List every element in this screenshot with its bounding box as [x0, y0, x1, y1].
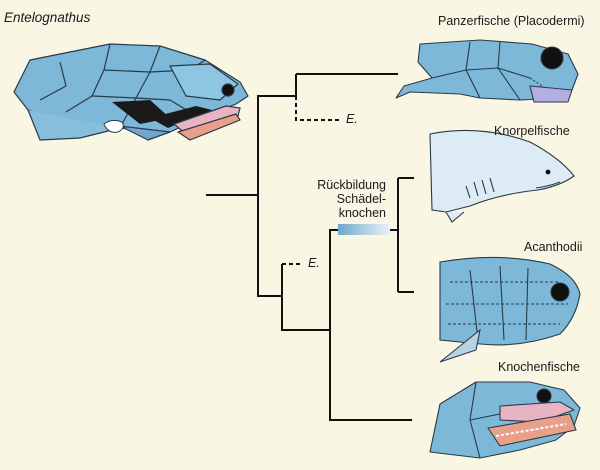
taxon-label-acanthodii: Acanthodii [524, 240, 583, 254]
taxon-label-chondrichthyes: Knorpelfische [494, 124, 570, 138]
entelognathus-skull-illustration [13, 43, 249, 141]
taxon-label-placodermi: Panzerfische (Placodermi) [438, 14, 585, 28]
event-label: Rückbildung Schädel- knochen [316, 178, 386, 220]
placodermi-illustration [395, 39, 579, 103]
knochenfische-illustration [429, 381, 581, 459]
upper-clade-stem [257, 95, 296, 195]
placodermi-entelognathus-branch [295, 96, 340, 121]
entelognathus-title: Entelognathus [4, 10, 91, 25]
cladogram-tree [206, 73, 414, 421]
acanthodii-illustration [439, 256, 581, 363]
event-label-line-1: Rückbildung [317, 178, 386, 192]
crown-split [281, 264, 412, 421]
entelognathus-marker-upper: E. [346, 112, 358, 126]
event-label-line-2: Schädel- [336, 192, 386, 206]
chondrichthyes-acanthodii-split [397, 177, 414, 293]
lower-clade-stem [257, 195, 282, 297]
entelognathus-marker-lower: E. [308, 256, 320, 270]
chondrichthyes-acanthodii-node [329, 229, 398, 330]
skull-bone-reduction-event-bar [338, 224, 390, 235]
taxon-label-osteichthyes: Knochenfische [498, 360, 581, 374]
knorpelfische-illustration [429, 129, 575, 223]
placodermi-branch [295, 73, 398, 96]
event-label-line-3: knochen [338, 206, 386, 220]
